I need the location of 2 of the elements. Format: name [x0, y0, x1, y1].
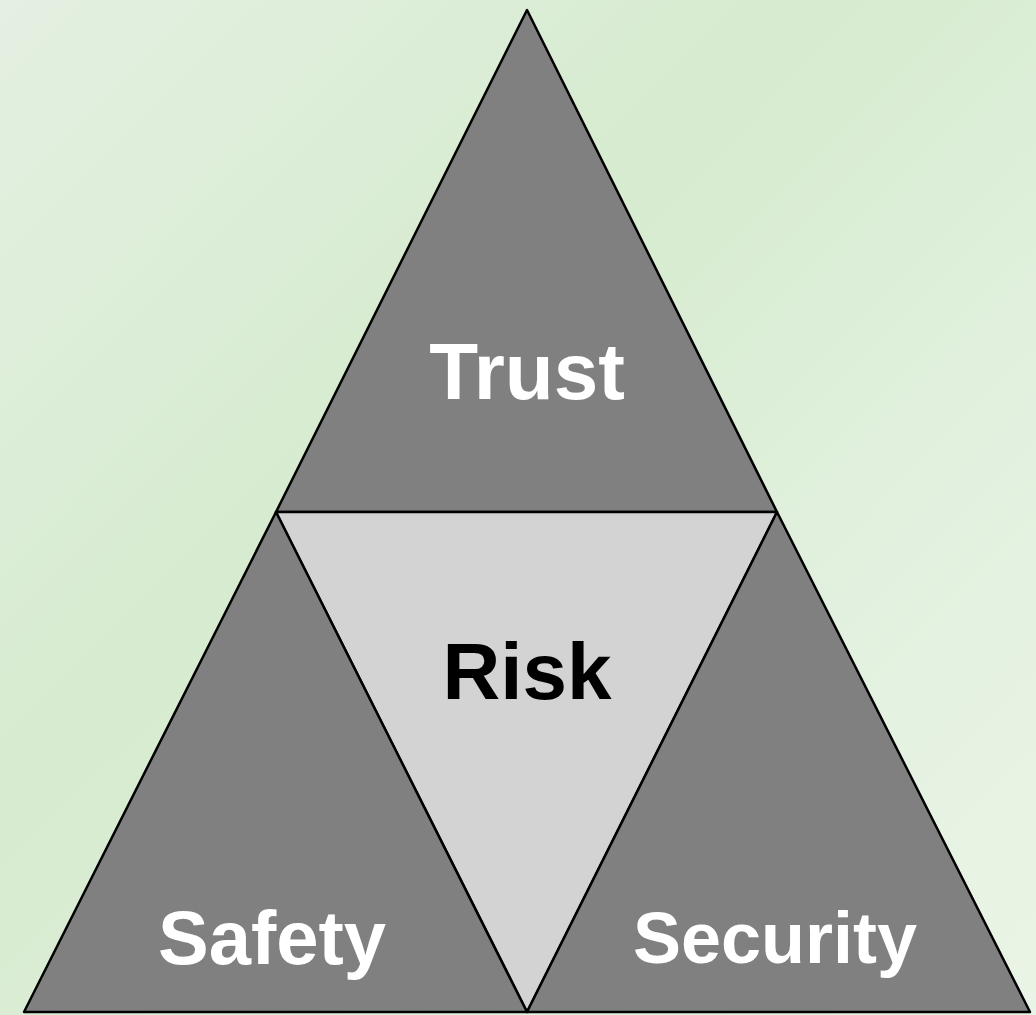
- segment-label: Trust: [429, 332, 625, 412]
- segment-label: Risk: [442, 632, 612, 712]
